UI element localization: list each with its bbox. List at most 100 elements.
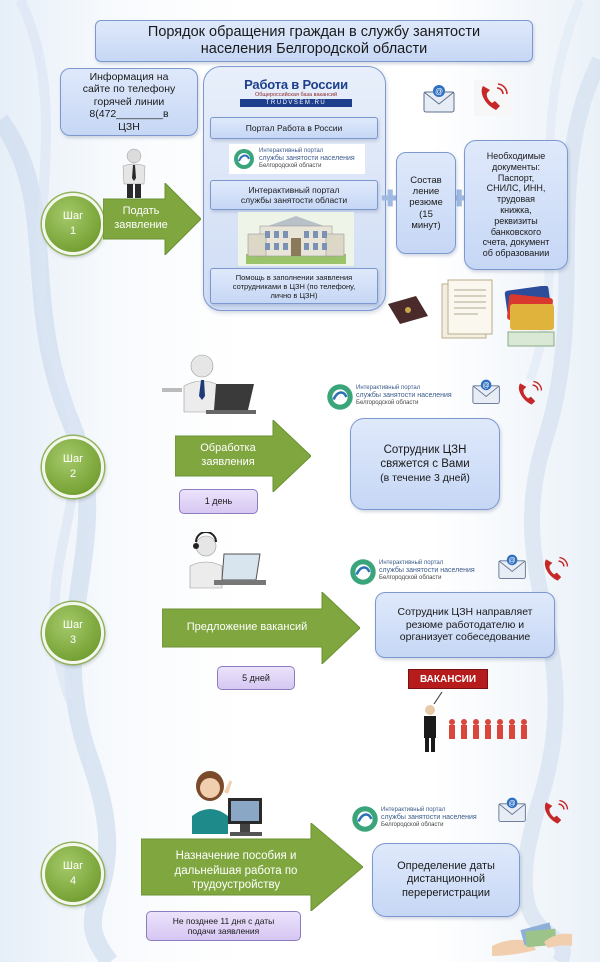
hotline-info-box: Информация на сайте по телефону горячей … — [60, 68, 198, 136]
phone-icon[interactable] — [538, 797, 572, 829]
envelope-icon[interactable]: @ — [472, 378, 502, 406]
resume-line: резюме — [409, 197, 443, 209]
info-line: сайте по телефону — [82, 83, 176, 96]
arrow-line: трудоустройству — [191, 879, 281, 892]
portal-emblem-icon — [352, 806, 378, 832]
portal-logo-line: службы занятости населения — [379, 566, 475, 574]
info-line: ЦЗН — [118, 120, 140, 133]
svg-text:@: @ — [509, 558, 516, 565]
info-line: Информация на — [89, 70, 169, 83]
interactive-portal-label[interactable]: Интерактивный портал службы занятости об… — [210, 180, 378, 210]
resume-line: (15 — [419, 208, 433, 220]
logo-title: Работа в России — [244, 77, 348, 92]
label-text: Интерактивный портал — [248, 184, 340, 195]
svg-text:@: @ — [435, 87, 443, 96]
duration-text: Не позднее 11 дня с даты — [172, 915, 275, 926]
doc-line: трудовая — [496, 194, 536, 205]
doc-line: Паспорт, — [497, 172, 535, 183]
step-4-duration: Не позднее 11 дня с даты подачи заявлени… — [146, 911, 301, 941]
resume-line: ление — [412, 185, 440, 197]
svg-text:@: @ — [483, 383, 490, 390]
title-line-1: Порядок обращения граждан в службу занят… — [147, 23, 481, 40]
step-2-badge: Шаг 2 — [42, 436, 104, 498]
arrow-line: Назначение пособия и — [175, 850, 297, 863]
person-at-laptop-icon — [162, 354, 256, 414]
step-label: Шаг — [62, 453, 84, 466]
vacancies-sign: ВАКАНСИИ — [408, 669, 488, 689]
operator-at-laptop-icon — [189, 532, 266, 589]
step-3-duration: 5 дней — [217, 666, 295, 690]
step-1-badge: Шаг 1 — [42, 193, 104, 255]
portal-emblem-icon — [327, 384, 353, 410]
step-4-arrow — [141, 823, 363, 911]
portal-logo-line: службы занятости населения — [381, 813, 477, 821]
result-line: Определение даты — [397, 860, 495, 873]
arrow-line: Обработка — [200, 442, 256, 455]
portal-logo-icon: Интерактивный портал службы занятости на… — [229, 144, 365, 174]
portal-logo-line: Белгородской области — [379, 574, 442, 581]
step-2-arrow-text: Обработка заявления — [180, 440, 276, 472]
result-line: Сотрудник ЦЗН — [383, 443, 467, 456]
doc-line: СНИЛС, ИНН, — [486, 183, 546, 194]
arrow-line: Подать — [122, 205, 160, 218]
result-line: перерегистрации — [401, 886, 491, 899]
portal-logo-line: Интерактивный портал — [356, 385, 421, 391]
result-line: Сотрудник ЦЗН направляет — [397, 606, 533, 619]
help-filling-box: Помощь в заполнении заявления сотрудника… — [210, 268, 378, 304]
step-number: 1 — [69, 225, 77, 237]
step-3-result-box: Сотрудник ЦЗН направляет резюме работода… — [375, 592, 555, 658]
step-2-result-box: Сотрудник ЦЗН свяжется с Вами (в течение… — [350, 418, 500, 510]
doc-line: реквизиты — [494, 215, 538, 226]
step-4-badge: Шаг 4 — [42, 843, 104, 905]
step-label: Шаг — [62, 860, 84, 873]
step-2-arrow — [175, 420, 311, 492]
envelope-icon[interactable]: @ — [498, 553, 528, 581]
passport-icon — [388, 296, 428, 324]
arrow-line: Предложение вакансий — [186, 621, 308, 634]
money-hands-icon — [492, 922, 572, 956]
resume-box: Состав ление резюме (15 минут) — [396, 152, 456, 254]
label-text: Портал Работа в России — [245, 122, 343, 133]
phone-icon[interactable] — [538, 554, 572, 586]
portal-logo-text: Интерактивный портал службы занятости на… — [381, 807, 489, 829]
duration-text: 5 дней — [242, 672, 270, 683]
info-line: горячей линии — [93, 95, 165, 108]
documents-icon — [441, 279, 493, 339]
step-number: 2 — [69, 468, 77, 480]
portal-logo-line: службы занятости населения — [356, 391, 452, 399]
portal-logo-line: Белгородской области — [381, 821, 444, 828]
sign-text: ВАКАНСИИ — [419, 673, 477, 685]
step-3-arrow — [162, 592, 360, 664]
step-number: 4 — [69, 875, 77, 887]
envelope-icon[interactable]: @ — [423, 84, 457, 114]
rabota-v-rossii-logo[interactable]: Работа в России Общероссийская база вака… — [240, 77, 352, 111]
phone-icon[interactable] — [474, 80, 512, 116]
portal-logo-line: Интерактивный портал — [379, 560, 444, 566]
duration-text: 1 день — [204, 496, 233, 507]
portal-logo-line: Интерактивный портал — [259, 148, 324, 155]
portal-logo-line: Белгородской области — [356, 399, 419, 406]
portal-emblem-icon — [234, 149, 254, 169]
result-line: организует собеседование — [399, 631, 531, 644]
doc-line: об образовании — [482, 248, 550, 259]
portal-rabota-label[interactable]: Портал Работа в России — [210, 117, 378, 139]
cards-icon — [504, 286, 555, 347]
doc-line: книжка, — [500, 205, 532, 215]
logo-url: TRUDVSEM.RU — [240, 99, 352, 107]
doc-line: банковского — [490, 226, 542, 237]
doc-line: Необходимые — [486, 151, 546, 162]
portal-logo-line: Интерактивный портал — [381, 807, 446, 813]
resume-line: Состав — [410, 174, 442, 186]
phone-icon[interactable] — [512, 378, 546, 410]
duration-text: подачи заявления — [187, 926, 260, 936]
step-1-arrow — [103, 183, 201, 255]
step-4-result-box: Определение даты дистанционной перерегис… — [372, 843, 520, 917]
portal-logo-text: Интерактивный портал службы занятости на… — [379, 560, 487, 582]
step-3-arrow-text: Предложение вакансий — [168, 612, 326, 644]
page-title: Порядок обращения граждан в службу занят… — [95, 20, 533, 62]
step-label: Шаг — [62, 210, 84, 223]
doc-line: документы: — [492, 161, 540, 172]
title-line-2: населения Белгородской области — [200, 41, 428, 57]
envelope-icon[interactable]: @ — [498, 796, 528, 824]
